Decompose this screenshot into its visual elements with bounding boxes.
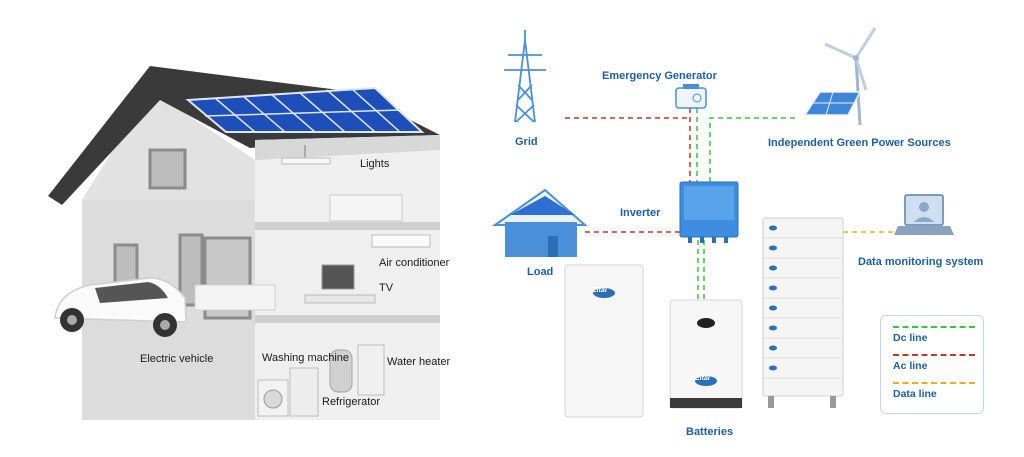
attic-window (148, 148, 187, 190)
laptop-icon (894, 194, 954, 235)
connection-lines (565, 108, 905, 302)
label-refrigerator: Refrigerator (322, 396, 381, 408)
load-house-icon (491, 188, 588, 257)
cabinet-battery-icon (669, 299, 743, 409)
label-washing-machine: Washing machine (262, 352, 350, 364)
sofa (194, 284, 276, 311)
roof-solar-panels (185, 86, 425, 133)
label-inverter: Inverter (620, 207, 661, 219)
green-solar-panel-icon (803, 91, 862, 116)
tv-icon (321, 264, 355, 290)
battery-brand-cabinet: Eitai (695, 375, 710, 382)
rack-battery-icon (762, 217, 844, 408)
refrigerator-icon (289, 367, 319, 417)
ceiling-light-icon (281, 145, 331, 165)
legend-swatch-ac (893, 354, 975, 356)
tv-cabinet (304, 294, 376, 304)
label-independent-green-power: Independent Green Power Sources (768, 137, 951, 149)
dc-line-green-power (709, 117, 795, 195)
grid-tower-icon (504, 30, 546, 123)
shelf (329, 194, 403, 222)
label-load: Load (527, 266, 554, 278)
legend-label-data: Data line (893, 388, 937, 400)
electric-vehicle-icon (54, 277, 187, 337)
label-grid: Grid (515, 136, 538, 148)
label-lights: Lights (360, 158, 390, 170)
legend-item-dc: Dc line (893, 326, 975, 344)
label-water-heater: Water heater (387, 356, 451, 368)
label-emergency-generator: Emergency Generator (602, 70, 717, 82)
legend-item-ac: Ac line (893, 354, 975, 372)
legend-item-data: Data line (893, 382, 975, 400)
legend-label-dc: Dc line (893, 332, 928, 344)
label-electric-vehicle: Electric vehicle (140, 353, 214, 365)
inverter-icon (679, 181, 739, 243)
legend-swatch-dc (893, 326, 975, 328)
label-air-conditioner: Air conditioner (379, 257, 450, 269)
battery-brand-wall: Eitai (592, 287, 607, 294)
emergency-generator-icon (675, 84, 707, 109)
label-data-monitoring: Data monitoring system (858, 256, 984, 268)
air-conditioner-icon (371, 234, 431, 248)
label-batteries: Batteries (686, 426, 734, 438)
label-tv: TV (379, 282, 394, 294)
water-heater-icon (329, 349, 353, 393)
wall-battery-icon (564, 264, 644, 418)
legend-label-ac: Ac line (893, 360, 928, 372)
legend-swatch-data (893, 382, 975, 384)
legend: Dc line Ac line Data line (880, 315, 984, 414)
